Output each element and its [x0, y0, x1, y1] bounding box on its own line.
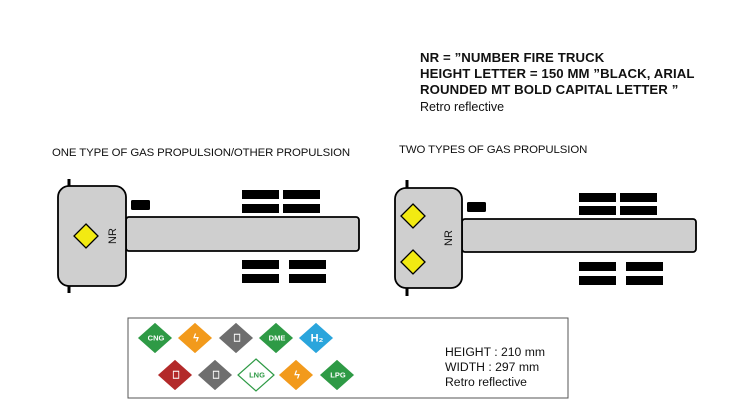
legend-retro: Retro reflective: [445, 375, 527, 389]
reflective-block: [620, 193, 657, 202]
nr-note-line3: ROUNDED MT BOLD CAPITAL LETTER ”: [420, 82, 679, 97]
electric-badge-icon: ϟ: [277, 358, 315, 392]
nr-note-line1: NR = ”NUMBER FIRE TRUCK: [420, 50, 605, 65]
nr-note-line2: HEIGHT LETTER = 150 MM ”BLACK, ARIAL: [420, 66, 695, 81]
petrol-badge-icon: ⎕: [156, 358, 194, 392]
svg-text:CNG: CNG: [148, 333, 165, 342]
reflective-block: [579, 262, 616, 271]
svg-text:ϟ: ϟ: [193, 332, 199, 344]
svg-text:LNG: LNG: [249, 370, 265, 379]
other-fuel-badge-icon: ⎕: [217, 321, 255, 355]
svg-text:LPG: LPG: [330, 370, 346, 379]
caption-one-type: ONE TYPE OF GAS PROPULSION/OTHER PROPULS…: [52, 147, 351, 159]
diesel-badge-icon: ⎕: [196, 358, 234, 392]
cab-nr-label: NR: [443, 230, 455, 246]
svg-text:ϟ: ϟ: [294, 369, 300, 381]
svg-text:H₂: H₂: [311, 332, 324, 344]
nr-note: NR = ”NUMBER FIRE TRUCK HEIGHT LETTER = …: [420, 50, 695, 115]
reflective-block: [242, 204, 279, 213]
caption-two-types: TWO TYPES OF GAS PROPULSION: [399, 144, 588, 156]
svg-text:⎕: ⎕: [234, 332, 241, 344]
gas-diamond-marker: [400, 249, 426, 275]
truck-one-type: NR: [57, 179, 360, 293]
reflective-block: [289, 274, 326, 283]
cng-badge-icon: CNG: [136, 321, 174, 355]
reflective-block: [626, 276, 663, 285]
reflective-block: [283, 204, 320, 213]
reflective-block: [626, 262, 663, 271]
svg-text:DME: DME: [269, 333, 286, 342]
reflective-block: [242, 190, 279, 199]
reflective-block: [289, 260, 326, 269]
reflective-block: [467, 202, 486, 212]
legend-width: WIDTH : 297 mm: [445, 360, 540, 374]
reflective-block: [242, 260, 279, 269]
truck-body-right: [461, 218, 697, 253]
gas-diamond-marker: [400, 203, 426, 229]
svg-text:⎕: ⎕: [213, 369, 220, 381]
gas-diamond-marker: [73, 223, 99, 249]
truck-two-types: NR: [394, 180, 697, 296]
hydrogen-badge-icon: H₂: [297, 321, 335, 355]
dme-badge-icon: DME: [257, 321, 295, 355]
svg-text:⎕: ⎕: [173, 369, 180, 381]
reflective-block: [579, 193, 616, 202]
reflective-block: [283, 190, 320, 199]
reflective-block: [131, 200, 150, 210]
reflective-block: [620, 206, 657, 215]
legend-height: HEIGHT : 210 mm: [445, 345, 546, 359]
truck-body-left: [125, 216, 360, 252]
lpg-badge-icon: LPG: [318, 358, 356, 392]
reflective-block: [579, 206, 616, 215]
electric-badge-icon: ϟ: [176, 321, 214, 355]
legend-dimensions: HEIGHT : 210 mm WIDTH : 297 mm Retro ref…: [445, 345, 545, 390]
nr-note-line4: Retro reflective: [420, 100, 505, 114]
lng-badge-icon: LNG: [237, 358, 275, 392]
reflective-block: [242, 274, 279, 283]
cab-nr-label: NR: [107, 228, 119, 244]
reflective-block: [579, 276, 616, 285]
